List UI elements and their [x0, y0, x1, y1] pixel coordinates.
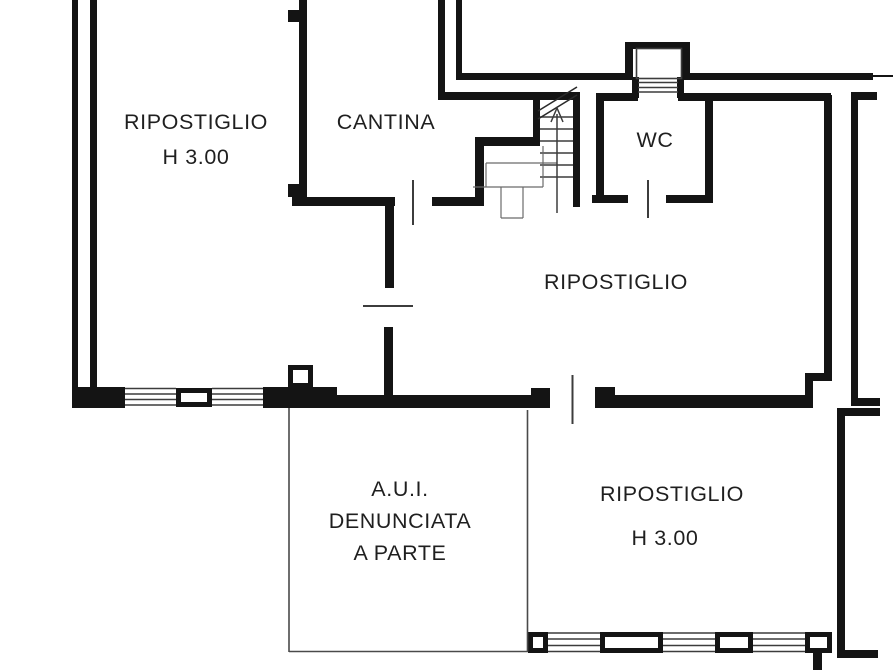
wall-stair-shaft-left: [533, 92, 540, 146]
wall-right-room-bottom-tick: [837, 650, 878, 658]
wall-cantina-left: [299, 0, 307, 197]
wall-cantina-notch-bottom: [288, 184, 299, 197]
window-sill-blocks: [528, 632, 832, 653]
vestibule-inner-outline: [635, 47, 683, 80]
walls: [72, 0, 893, 670]
wall-riser: [805, 381, 813, 408]
wall-corridor-right: [851, 95, 858, 398]
wall-wc-right: [705, 93, 713, 203]
stair-direction-arrow: [550, 106, 564, 213]
aui-line-1: A.U.I.: [371, 477, 429, 501]
wall-left-inner: [90, 0, 97, 390]
wall-corridor-left: [824, 95, 832, 375]
room-label-storage-center: RIPOSTIGLIO: [544, 270, 688, 294]
staircase: [473, 86, 578, 219]
room-label-storage-bottom-right: RIPOSTIGLIO: [600, 482, 744, 506]
wall-right-room: [837, 408, 845, 652]
wall-wc-left: [596, 93, 604, 203]
door-markers: [363, 180, 649, 424]
wall-band-center: [337, 395, 532, 408]
wall-wc-bottom-left: [592, 195, 628, 203]
wall-step-jamb-right: [677, 77, 684, 98]
aui-line-2: DENUNCIATA: [328, 509, 472, 533]
wall-band2-right-stub: [851, 92, 877, 100]
wall-vestibule-left: [625, 42, 633, 80]
wall-tick-upper: [851, 398, 880, 406]
wall-band-left: [313, 387, 337, 408]
wall-left-outer: [72, 0, 78, 390]
wall-band2-wc-left: [596, 93, 638, 101]
stair-break-line: [537, 86, 578, 120]
wall-top-seg-right: [690, 73, 873, 80]
wall-vestibule-top: [625, 42, 690, 49]
wall-stair-shaft-right: [573, 92, 580, 207]
wall-bottom-right-descender: [813, 653, 822, 670]
vestibule-steps: [638, 81, 678, 93]
wall-cantina-notch-top: [288, 10, 299, 22]
wall-wc-bottom-right: [666, 195, 713, 203]
wall-corner-sw: [72, 387, 125, 408]
wall-top-seg-left: [457, 73, 625, 80]
windows: [125, 387, 832, 653]
wall-door-jamb-right: [595, 387, 615, 408]
wall-central-upper: [385, 206, 394, 288]
room-label-cantina: CANTINA: [336, 110, 436, 134]
vestibule-detail: [635, 47, 683, 93]
wall-stair-L-horizontal: [475, 137, 537, 146]
wall-central-lower: [384, 327, 393, 398]
wall-cantina-right-outer: [438, 0, 445, 100]
stair-lower-flight-lines: [473, 146, 557, 219]
room-height-storage-bottom-right: H 3.00: [631, 526, 699, 550]
wall-bottom-left-seg: [263, 387, 313, 408]
room-label-storage-top-left: RIPOSTIGLIO: [124, 110, 268, 134]
wall-cantina-bottom: [292, 197, 395, 206]
wall-jog: [805, 373, 832, 381]
wall-cantina-right-inner: [456, 0, 462, 80]
aui-line-3: A PARTE: [353, 541, 447, 565]
room-label-aui-unit: A.U.I. DENUNCIATA A PARTE: [329, 473, 472, 569]
aui-unit-outline: [288, 408, 529, 653]
window-mullion-left: [176, 388, 212, 407]
wall-right-room-top-tick: [837, 408, 880, 416]
wall-vestibule-right: [682, 42, 690, 80]
wall-cantina-bottom-right: [432, 197, 484, 206]
wall-band2-wc-right: [678, 93, 831, 101]
wall-door-jamb-left: [531, 388, 550, 408]
wall-band2-stairs: [438, 92, 580, 100]
wall-stair-L-vertical: [475, 137, 484, 206]
wall-top-thin-continuation: [873, 75, 893, 77]
pilaster-block: [288, 365, 313, 388]
room-label-wc: WC: [636, 128, 674, 152]
wall-band-right: [615, 395, 805, 408]
wall-step-jamb-left: [632, 77, 639, 98]
window-left-room: [125, 387, 263, 406]
room-height-storage-top-left: H 3.00: [162, 145, 230, 169]
window-bottom-right: [548, 632, 805, 653]
